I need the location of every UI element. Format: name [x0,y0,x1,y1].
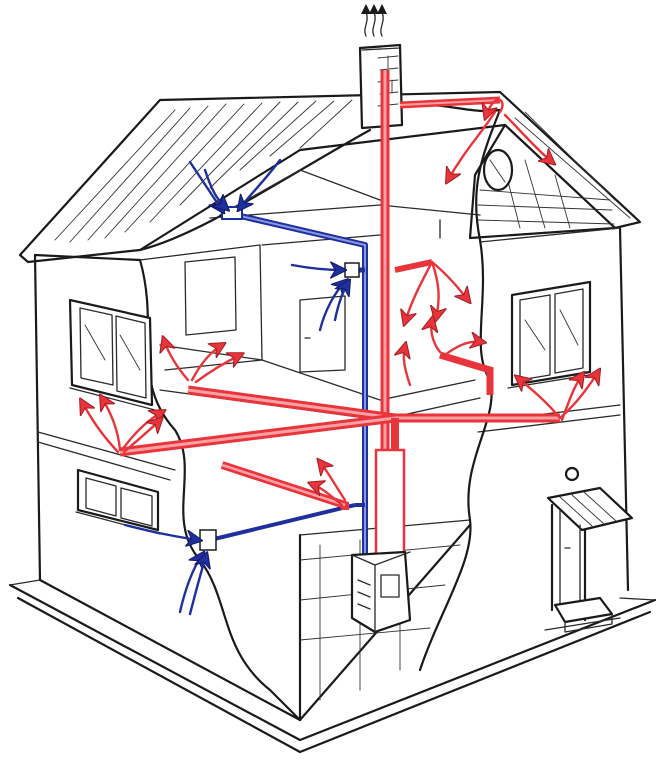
vent-grille-icon [344,262,360,278]
cool-air-arrow-icon [203,168,226,208]
warm-air-arrow-icon [164,340,190,382]
vent-grille-icon [221,206,243,220]
warm-air-arrow-icon [443,342,482,357]
warm-air-arrow-icon [320,462,347,502]
warm-air-arrow-icon [431,320,442,354]
attic-round-window [482,148,514,192]
cool-air-arrow-icon [123,523,198,540]
warm-air-arrow-icon [404,346,412,387]
cool-air-arrow-icon [240,158,282,208]
cool-air-arrow-icon [333,283,348,322]
warm-air-arrow-icon [312,484,344,507]
entrance-porch [544,466,634,633]
window-upper-left [68,298,156,411]
cool-air-arrow-icon [188,556,206,616]
warm-air-arrow-icon [405,260,434,322]
warm-air-arrow-icon [120,412,162,452]
window-lower-left [75,468,161,535]
wall-lamp-icon [564,466,580,482]
warm-air-arrow-icon [122,420,160,454]
chimney-smoke-icon [361,4,387,37]
cool-air-arrow-icon [318,282,345,332]
warm-air-arrow-icon [102,398,122,452]
warm-air-ducts [119,70,560,557]
cool-air-arrows [123,158,348,616]
warm-air-arrow-icon [430,260,468,300]
warm-air-arrow-icon [432,260,439,318]
warm-air-arrow-icon [560,375,582,422]
warm-air-arrow-icon [190,345,222,382]
furnace-icon [350,550,412,634]
ground [8,579,657,754]
warm-air-arrow-icon [518,378,562,420]
warm-air-arrow-icon [82,402,120,454]
roof [18,90,642,264]
warm-air-arrow-icon [486,98,504,116]
vent-grille-icon [199,529,217,551]
cool-air-arrow-icon [290,265,342,270]
warm-air-arrow-icon [194,355,240,384]
warm-air-arrows [82,98,598,507]
window-upper-right [507,280,596,389]
warm-air-arrow-icon [503,113,552,162]
